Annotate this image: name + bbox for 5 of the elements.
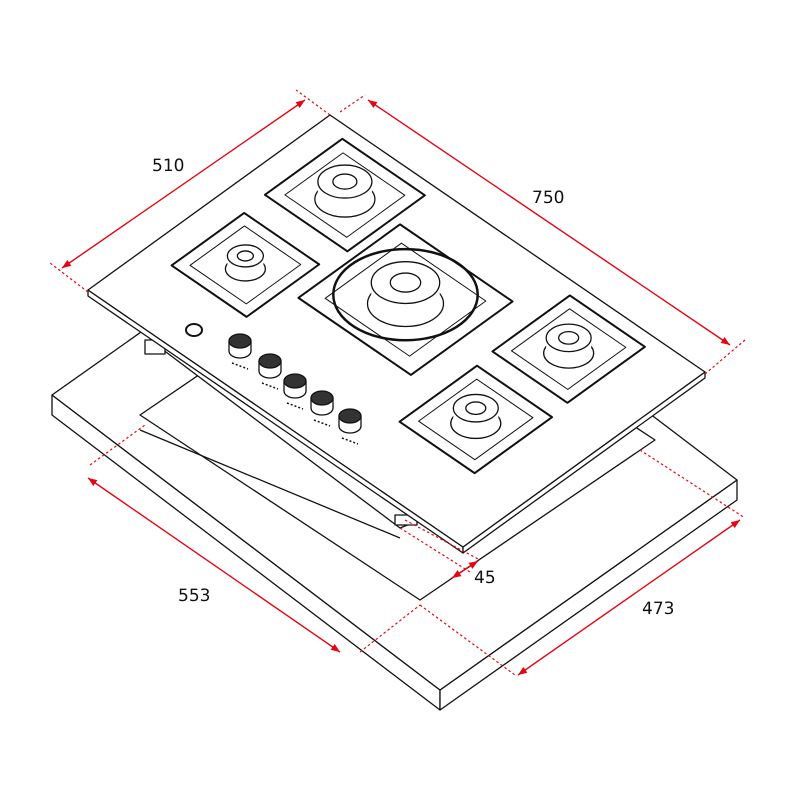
dimension-label: 45 [474,570,496,587]
dimension-label: 473 [642,601,674,618]
dimension-label: 750 [532,190,564,207]
dimension-label: 510 [152,158,184,175]
dimension-label: 553 [178,588,210,605]
